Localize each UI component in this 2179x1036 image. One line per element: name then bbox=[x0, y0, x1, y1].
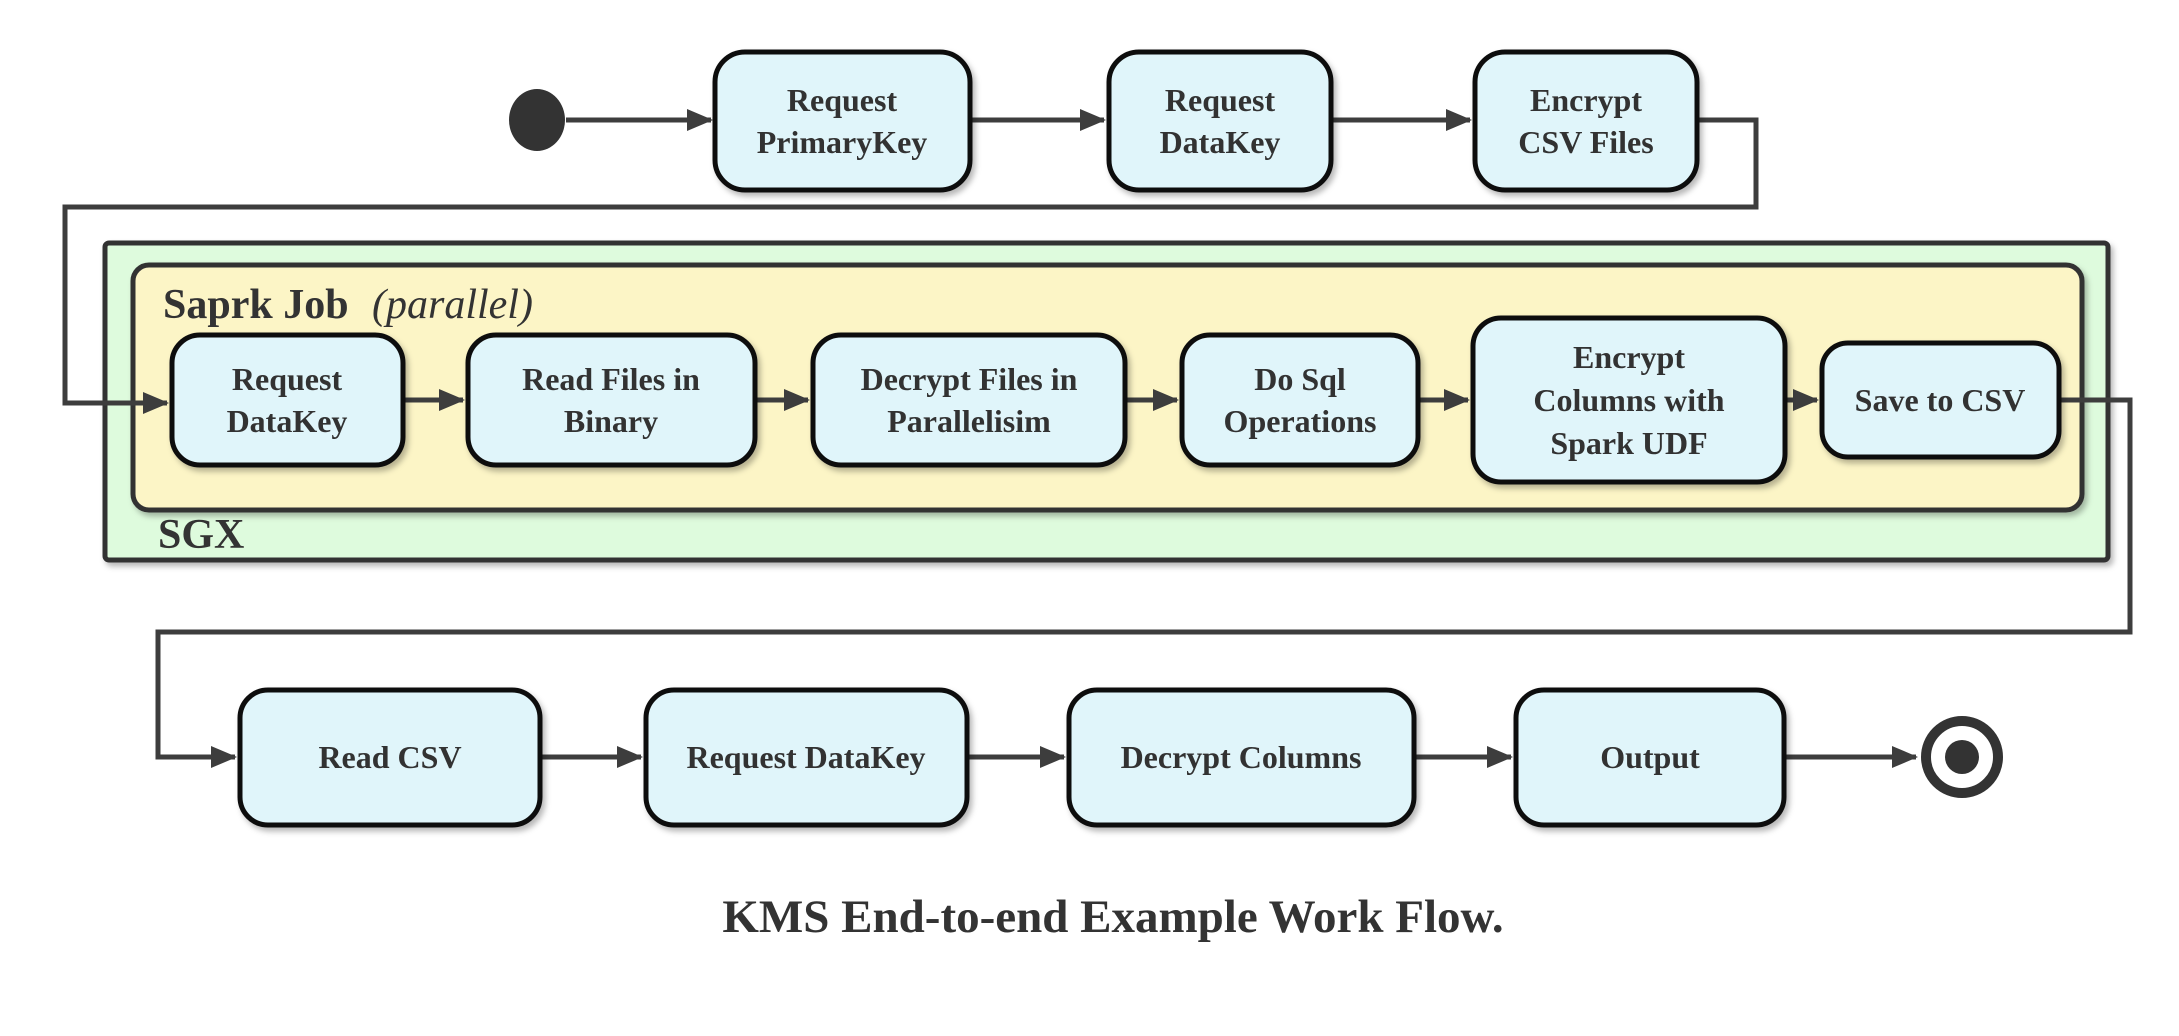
node-save-to-csv: Save to CSV bbox=[1819, 340, 2062, 460]
diagram-caption: KMS End-to-end Example Work Flow. bbox=[722, 891, 1503, 943]
node-label-line: Request bbox=[787, 82, 898, 118]
node-decrypt-files-in-parallelisim: Decrypt Files in Parallelisim bbox=[810, 332, 1128, 468]
node-request-primarykey: Request PrimaryKey bbox=[712, 49, 973, 193]
node-read-csv: Read CSV bbox=[237, 687, 543, 828]
node-request-datakey-bottom: Request DataKey bbox=[643, 687, 970, 828]
node-read-files-in-binary: Read Files in Binary bbox=[465, 332, 758, 468]
node-box bbox=[169, 332, 406, 468]
node-label-line: Request bbox=[232, 361, 343, 397]
sgx-container-label: SGX bbox=[158, 512, 244, 558]
node-label-line: Do Sql bbox=[1254, 361, 1346, 397]
node-decrypt-columns: Decrypt Columns bbox=[1066, 687, 1417, 828]
node-box bbox=[1472, 49, 1700, 193]
node-output: Output bbox=[1513, 687, 1787, 828]
node-label-line: Parallelisim bbox=[887, 403, 1051, 439]
node-label-line: Save to CSV bbox=[1855, 382, 2026, 418]
node-do-sql-operations: Do Sql Operations bbox=[1179, 332, 1421, 468]
node-label-line: DataKey bbox=[227, 403, 348, 439]
spark-job-container-label: Saprk Job bbox=[163, 282, 349, 328]
node-label-line: Encrypt bbox=[1530, 82, 1642, 118]
node-label-line: Spark UDF bbox=[1550, 425, 1707, 461]
node-box bbox=[810, 332, 1128, 468]
start-state-icon bbox=[509, 89, 565, 151]
node-box bbox=[1066, 687, 1417, 828]
edge-encrypt-csv-files-to-sgx-request-datakey bbox=[62, 117, 1759, 414]
node-encrypt-csv-files: Encrypt CSV Files bbox=[1472, 49, 1700, 193]
node-request-datakey-top: Request DataKey bbox=[1106, 49, 1334, 193]
node-label-line: Decrypt Files in bbox=[861, 361, 1078, 397]
node-box bbox=[1819, 340, 2062, 460]
edge-save-to-csv-to-read-csv bbox=[155, 397, 2133, 768]
node-start-state bbox=[509, 89, 565, 151]
node-label-line: DataKey bbox=[1160, 124, 1281, 160]
node-label-line: Decrypt Columns bbox=[1121, 739, 1362, 775]
edges bbox=[62, 109, 2133, 768]
node-box bbox=[712, 49, 973, 193]
node-box bbox=[643, 687, 970, 828]
node-label-line: Binary bbox=[564, 403, 658, 439]
node-encrypt-columns-with-spark-udf: Encrypt Columns with Spark UDF bbox=[1470, 315, 1788, 485]
node-label-line: PrimaryKey bbox=[757, 124, 928, 160]
node-end-state bbox=[1921, 716, 2003, 798]
node-box bbox=[465, 332, 758, 468]
node-box bbox=[1470, 315, 1788, 485]
node-label-line: Read Files in bbox=[522, 361, 700, 397]
node-label-line: Read CSV bbox=[318, 739, 461, 775]
node-label-line: Columns with bbox=[1533, 382, 1724, 418]
node-label-line: CSV Files bbox=[1518, 124, 1653, 160]
node-label-line: Request bbox=[1165, 82, 1276, 118]
end-state-dot-icon bbox=[1945, 740, 1979, 774]
spark-job-parallel-label: (parallel) bbox=[372, 282, 533, 328]
node-request-datakey-sgx: Request DataKey bbox=[169, 332, 406, 468]
node-label-line: Output bbox=[1600, 739, 1700, 775]
node-box bbox=[237, 687, 543, 828]
node-box bbox=[1513, 687, 1787, 828]
node-label-line: Request DataKey bbox=[686, 739, 925, 775]
node-box bbox=[1106, 49, 1334, 193]
node-label-line: Operations bbox=[1224, 403, 1377, 439]
node-box bbox=[1179, 332, 1421, 468]
node-label-line: Encrypt bbox=[1573, 339, 1685, 375]
